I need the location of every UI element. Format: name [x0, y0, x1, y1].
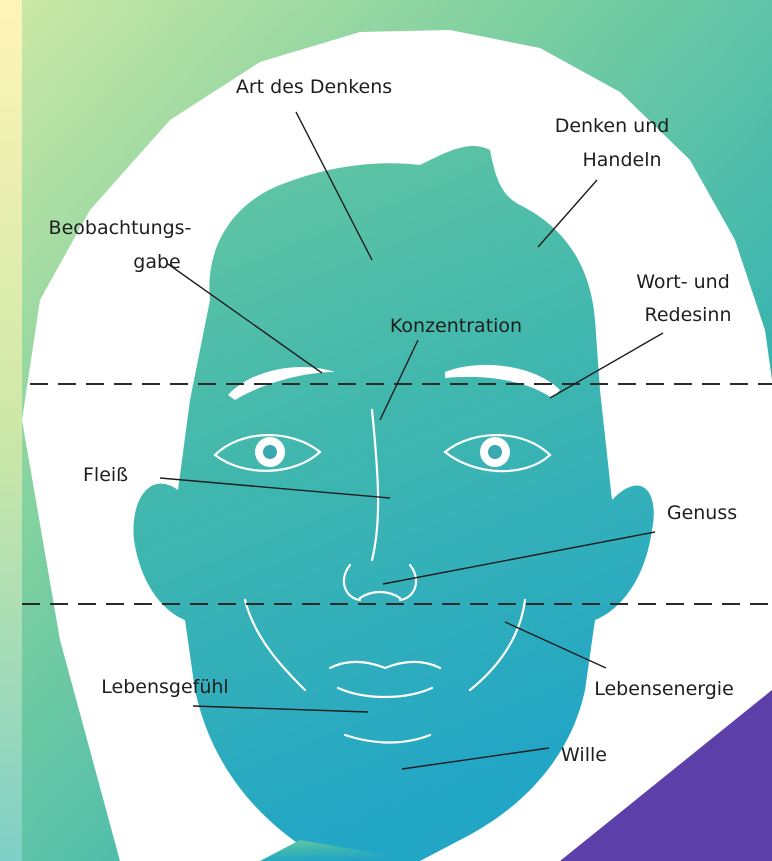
label-denken-und-handeln-line1: Denken und — [555, 115, 670, 137]
label-fleiss: Fleiß — [83, 464, 128, 486]
label-lebensenergie: Lebensenergie — [594, 678, 734, 700]
label-denken-und-handeln-line2: Handeln — [582, 149, 661, 171]
label-beobachtungsgabe-line2: gabe — [133, 251, 180, 273]
label-konzentration: Konzentration — [390, 315, 522, 337]
label-lebensgefuehl: Lebensgefühl — [101, 676, 228, 698]
label-wort-und-redesinn-line2: Redesinn — [644, 304, 731, 326]
label-wille: Wille — [561, 744, 607, 766]
label-wort-und-redesinn-line1: Wort- und — [636, 271, 730, 293]
label-art-des-denkens: Art des Denkens — [236, 76, 392, 98]
label-genuss: Genuss — [667, 502, 737, 524]
label-beobachtungsgabe-line1: Beobachtungs- — [49, 217, 192, 239]
left-edge-strip — [0, 0, 22, 861]
